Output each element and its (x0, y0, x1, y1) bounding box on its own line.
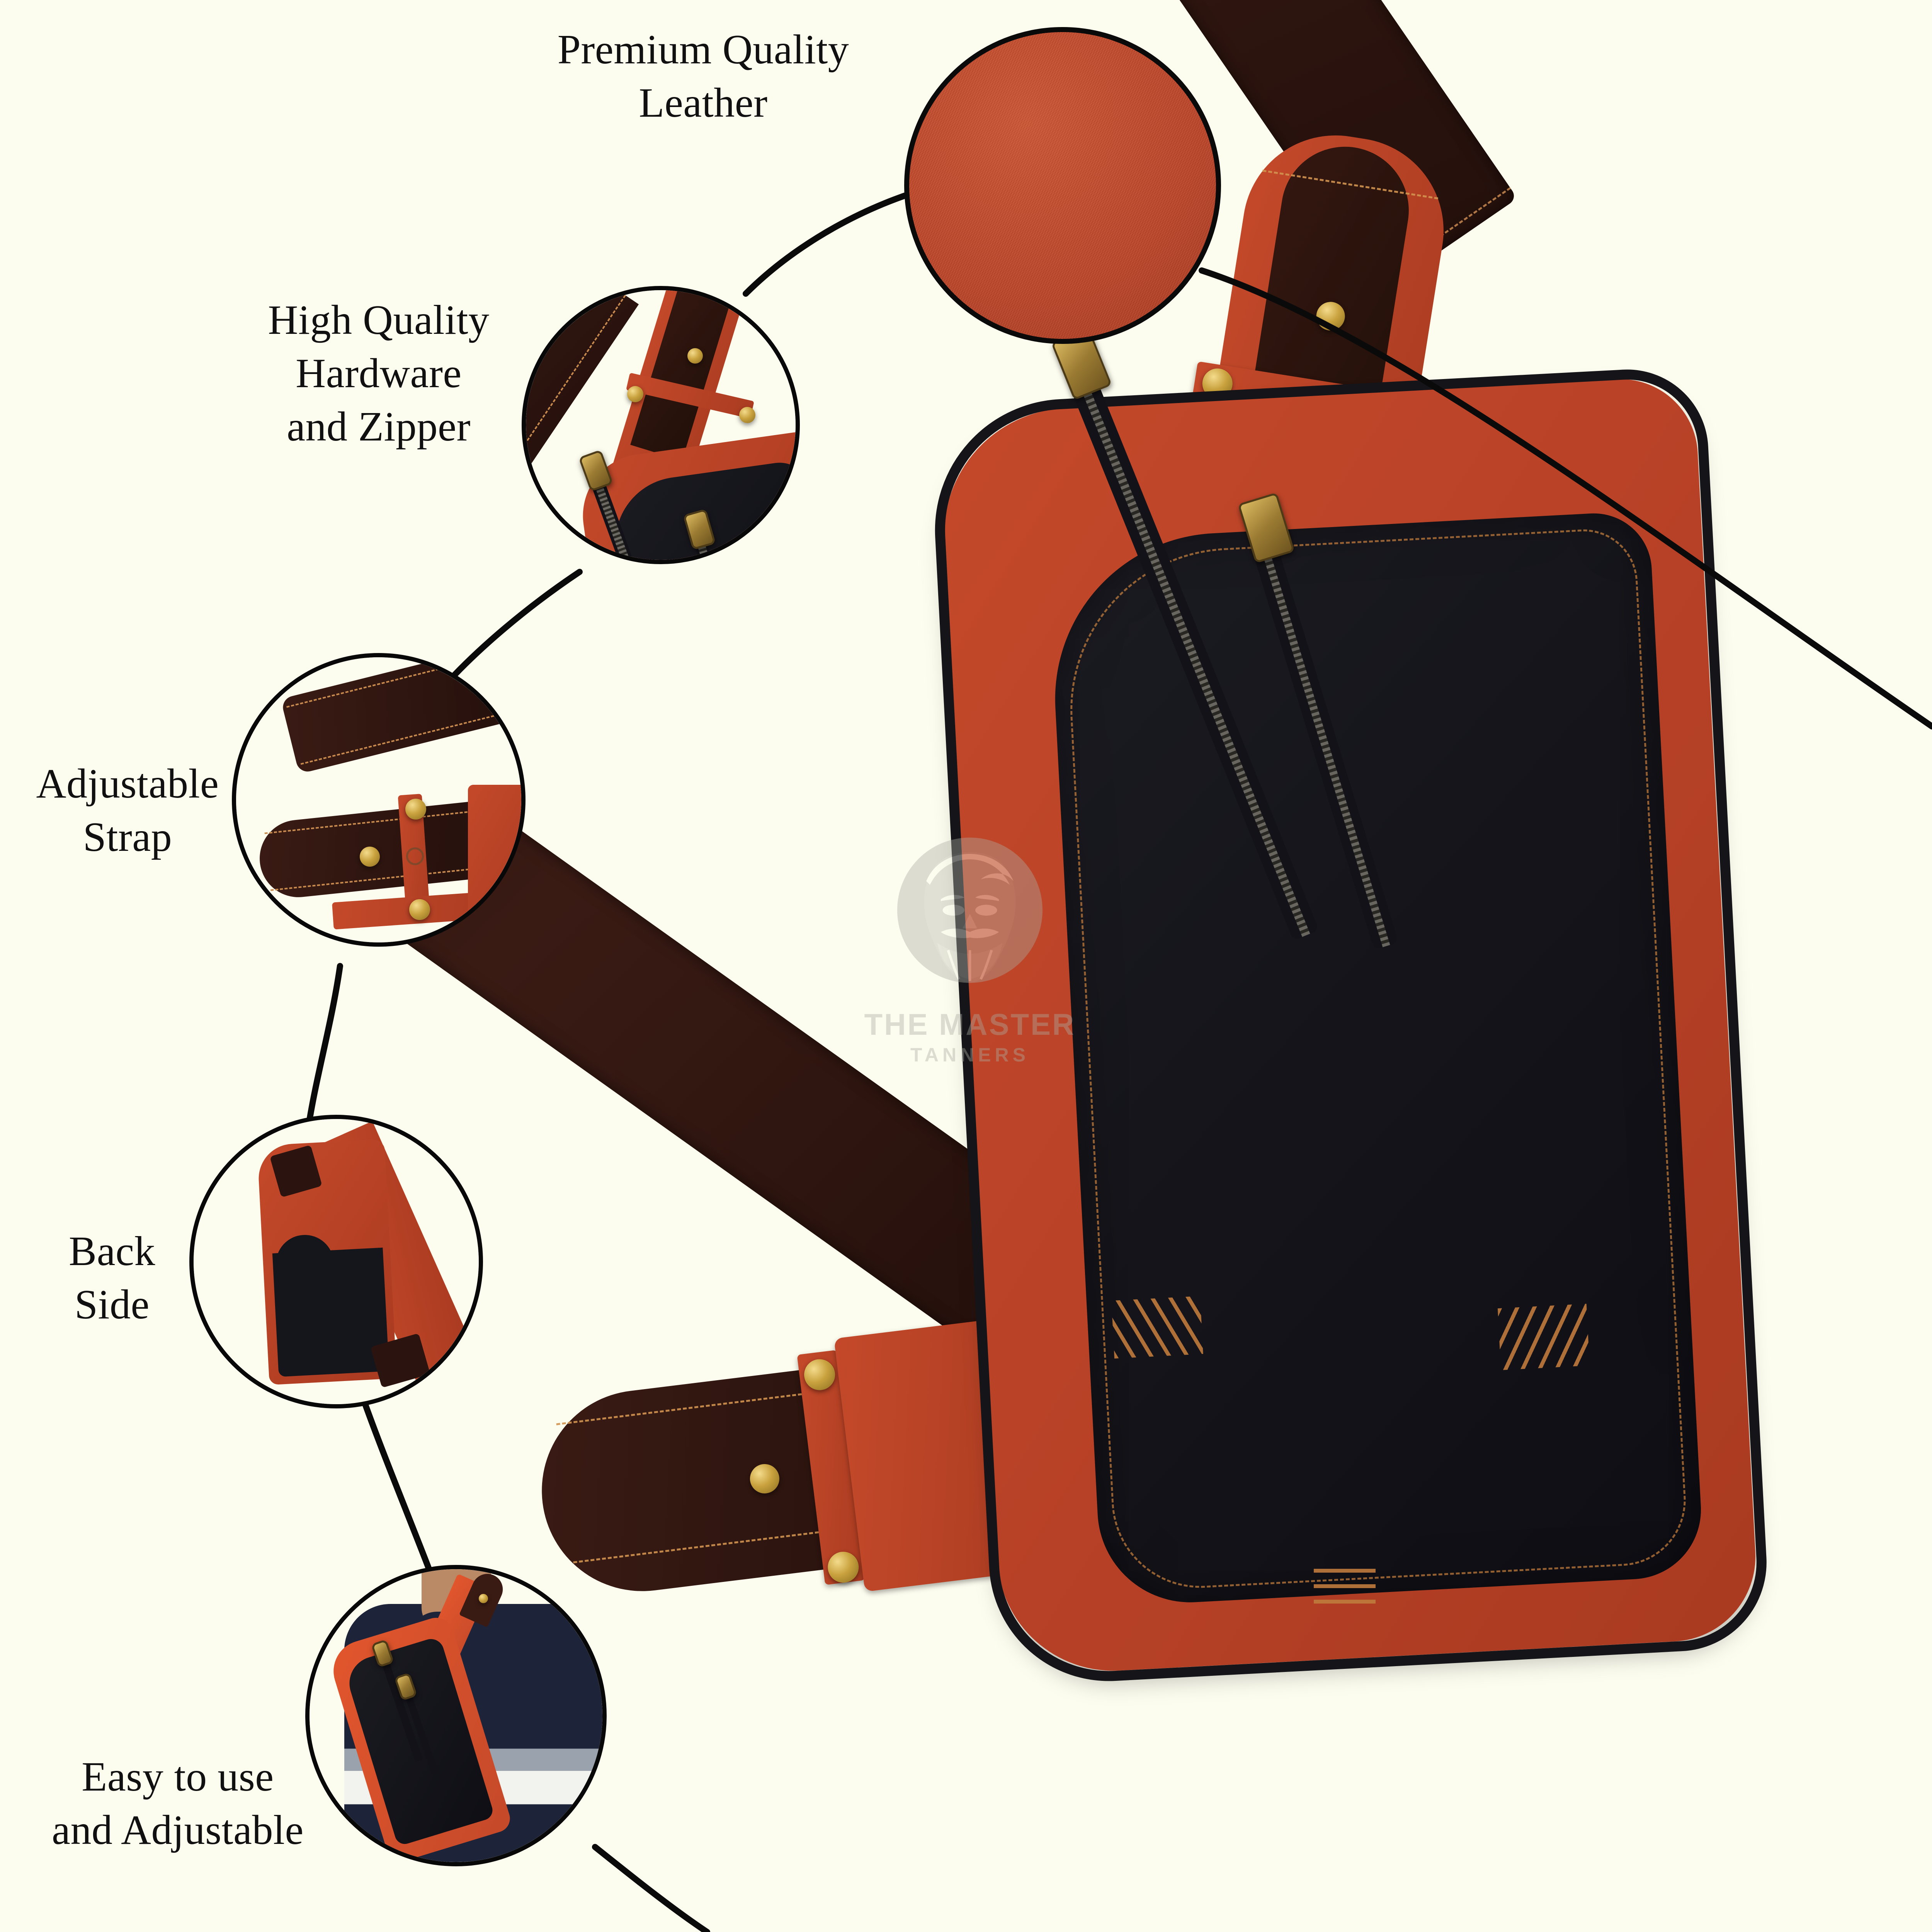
label-high-quality-hardware-and-zipper: High Quality Hardware and Zipper (268, 297, 490, 450)
callout-premium-quality-leather-swatch (904, 27, 1221, 344)
label-back-side: Back Side (69, 1228, 155, 1328)
label-premium-quality-leather: Premium Quality Leather (557, 27, 849, 126)
bearded-man-logo-icon (897, 837, 1043, 983)
brand-watermark: THE MASTER TANNERS (862, 823, 1078, 1078)
brass-snap-stud (409, 899, 430, 920)
bottom-center-stitch (1314, 1561, 1376, 1604)
callout-photo-zipper-closeup (526, 290, 796, 560)
zipper-pull[interactable] (578, 449, 614, 492)
callout-photo-model-wearing-bag (310, 1569, 602, 1862)
callout-back-side (189, 1115, 483, 1408)
brass-snap-stud (479, 1594, 488, 1603)
brass-snap-stud (627, 386, 643, 402)
brass-snap-stud (687, 348, 703, 364)
saddle-stitch-outline (1062, 527, 1689, 1592)
callout-adjustable-strap (232, 653, 526, 947)
callout-photo-back-side (194, 1119, 479, 1404)
callout-high-quality-hardware-and-zipper (522, 286, 800, 564)
corner-stitch-left (1111, 1296, 1203, 1359)
brass-snap-stud (360, 847, 380, 867)
strap-tip-bottom (530, 1316, 1045, 1603)
corner-stitch-right (1497, 1304, 1590, 1370)
brass-snap-stud (405, 799, 426, 820)
label-easy-to-use-and-adjustable: Easy to use and Adjustable (52, 1754, 304, 1854)
callout-easy-to-use-and-adjustable (305, 1565, 607, 1866)
label-adjustable-strap: Adjustable Strap (36, 761, 219, 861)
watermark-subtitle: TANNERS (910, 1044, 1029, 1066)
brass-snap-stud (739, 407, 755, 423)
watermark-title: THE MASTER (864, 1007, 1076, 1041)
main-product-image (274, 0, 1932, 1932)
callout-photo-strap-closure (236, 657, 521, 942)
